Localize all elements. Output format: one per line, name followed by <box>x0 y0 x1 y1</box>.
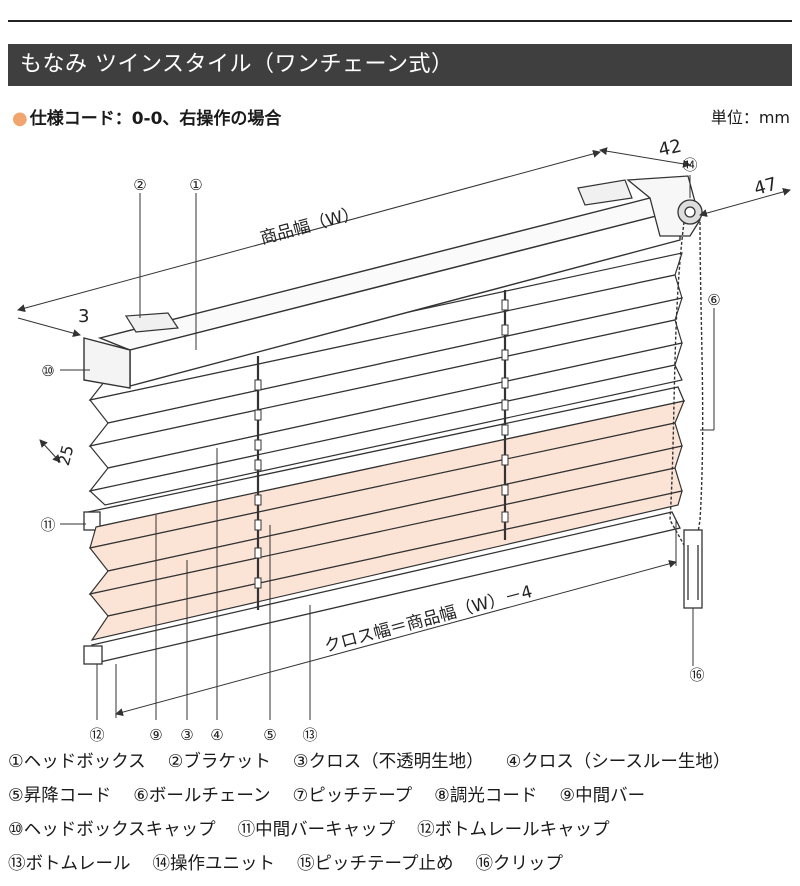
callouts: ② ① ⑭ ⑥ ⑩ ⑪ ⑫ ⑨ ③ ④ ⑤ ⑬ ⑯ <box>40 156 720 744</box>
cloth-width-dim <box>115 559 677 717</box>
legend-item: ⑧調光コード <box>434 786 538 806</box>
blind-diagram: 商品幅（W） 3 25 42 47 クロス幅＝商品幅（W）－4 ② ① ⑭ ⑥ … <box>17 136 791 744</box>
callout-11: ⑪ <box>40 516 55 534</box>
callout-12: ⑫ <box>89 726 104 744</box>
legend-item: ③クロス（不透明生地） <box>292 752 484 772</box>
callout-1: ① <box>189 176 202 194</box>
sheer-slat <box>88 364 683 506</box>
legend-item: ⑪中間バーキャップ <box>237 820 396 840</box>
spec-code: ●仕様コード：0-0、右操作の場合 <box>12 104 281 129</box>
bracket <box>577 179 633 206</box>
leader-lines <box>60 175 715 720</box>
bracket <box>124 312 180 333</box>
legend-item: ④クロス（シースルー生地） <box>505 752 731 772</box>
dimension-lines <box>17 147 791 718</box>
callout-6: ⑥ <box>707 291 720 309</box>
legend-row: ⑤昇降コード ⑥ボールチェーン ⑦ピッチテープ ⑧調光コード ⑨中間バー <box>8 779 798 813</box>
legend-item: ⑭操作ユニット <box>152 854 276 874</box>
legend-item: ⑩ヘッドボックスキャップ <box>8 820 216 840</box>
legend-row: ①ヘッドボックス ②ブラケット ③クロス（不透明生地） ④クロス（シースルー生地） <box>8 745 798 779</box>
legend-row: ⑩ヘッドボックスキャップ ⑪中間バーキャップ ⑫ボトムレールキャップ <box>8 813 798 847</box>
dim-25-label: 25 <box>54 443 78 468</box>
legend-item: ①ヘッドボックス <box>8 752 146 772</box>
legend-item: ⑤昇降コード <box>8 786 112 806</box>
product-width-label: 商品幅（W） <box>258 203 362 249</box>
unit-label: 単位：mm <box>710 108 790 127</box>
callout-2: ② <box>133 176 146 194</box>
clip <box>683 529 703 609</box>
callout-16: ⑯ <box>689 666 704 684</box>
dim-42-label: 42 <box>657 136 684 161</box>
legend-item: ⑥ボールチェーン <box>133 786 271 806</box>
ball-chain <box>669 221 704 546</box>
legend-item: ⑨中間バー <box>559 786 646 806</box>
page-title: もなみ ツインスタイル（ワンチェーン式） <box>8 44 792 86</box>
legend-item: ⑯クリップ <box>475 854 563 874</box>
dim-47-label: 47 <box>752 174 780 200</box>
dim-3-label: 3 <box>78 306 89 327</box>
operating-unit <box>626 175 703 237</box>
bullet-dot-icon: ● <box>12 108 28 129</box>
legend-item: ⑦ピッチテープ <box>292 786 413 806</box>
callout-4: ④ <box>210 726 223 744</box>
legend-item: ⑮ピッチテープ止め <box>297 854 454 874</box>
callout-5: ⑤ <box>263 726 276 744</box>
legend-item: ⑫ボトムレールキャップ <box>417 820 610 840</box>
top-rule <box>8 20 792 22</box>
head-box-cap <box>83 337 131 389</box>
callout-14: ⑭ <box>682 156 697 174</box>
parts-legend: ①ヘッドボックス ②ブラケット ③クロス（不透明生地） ④クロス（シースルー生地） ⑤… <box>8 745 798 881</box>
middle-bar-cap <box>83 511 101 531</box>
spec-code-text: 仕様コード：0-0、右操作の場合 <box>29 109 282 129</box>
legend-item: ⑬ボトムレール <box>8 854 131 874</box>
callout-9: ⑨ <box>149 726 162 744</box>
bottom-rail-cap <box>83 645 103 665</box>
product-width-dim <box>17 149 601 313</box>
legend-item: ②ブラケット <box>167 752 271 772</box>
callout-13: ⑬ <box>302 726 317 744</box>
callout-10: ⑩ <box>41 362 54 380</box>
callout-3: ③ <box>180 726 193 744</box>
legend-row: ⑬ボトムレール ⑭操作ユニット ⑮ピッチテープ止め ⑯クリップ <box>8 847 798 881</box>
